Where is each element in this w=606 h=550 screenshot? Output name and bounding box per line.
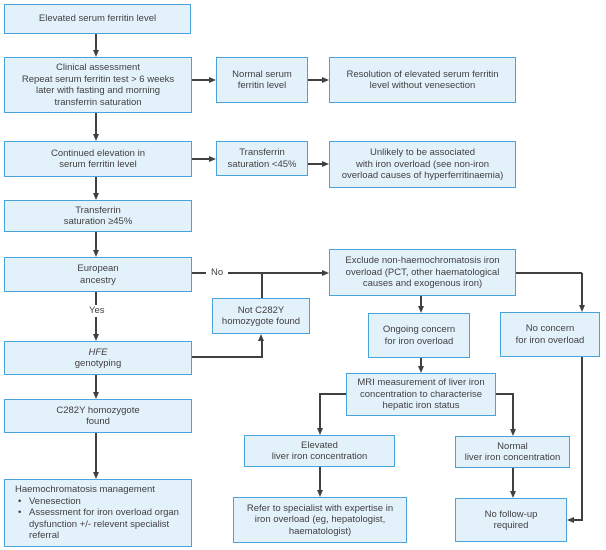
arrowhead-down-icon bbox=[578, 305, 585, 312]
arrowhead-down-icon bbox=[92, 334, 99, 341]
node-hfe-genotyping: HFE genotyping bbox=[4, 341, 192, 375]
hfe-gene-label: HFE bbox=[88, 346, 108, 358]
arrowhead-down-icon bbox=[92, 193, 99, 200]
connector-clinical-to-normal bbox=[192, 79, 209, 81]
management-bullet-list: Venesection Assessment for iron overload… bbox=[15, 496, 185, 542]
connector-tsatlow-to-unlikely bbox=[308, 163, 322, 165]
connector-normallic-to-nofollowup bbox=[512, 468, 514, 491]
node-elevated-serum-ferritin: Elevated serum ferritin level bbox=[4, 4, 191, 34]
connector-mri-to-elevatedlic-v bbox=[319, 394, 321, 428]
node-mri-measurement: MRI measurement of liver iron concentrat… bbox=[346, 373, 496, 416]
arrowhead-down-icon bbox=[509, 429, 516, 436]
node-normal-liver-iron: Normal liver iron concentration bbox=[455, 436, 570, 468]
connector-hfe-to-notc282y-h bbox=[192, 356, 263, 358]
node-ongoing-concern: Ongoing concern for iron overload bbox=[368, 313, 470, 358]
arrowhead-right-icon bbox=[209, 155, 216, 162]
node-no-concern: No concern for iron overload bbox=[500, 312, 600, 357]
arrowhead-left-icon bbox=[567, 516, 574, 523]
connector-clinical-to-continued bbox=[95, 113, 97, 134]
management-bullet-venesection: Venesection bbox=[15, 496, 185, 508]
node-continued-elevation: Continued elevation in serum ferritin le… bbox=[4, 141, 192, 177]
arrowhead-down-icon bbox=[509, 491, 516, 498]
arrowhead-down-icon bbox=[316, 428, 323, 435]
node-clinical-assessment: Clinical assessment Repeat serum ferriti… bbox=[4, 57, 192, 113]
connector-exclude-to-ongoing bbox=[420, 296, 422, 306]
management-title: Haemochromatosis management bbox=[15, 484, 155, 496]
connector-elevated-to-clinical bbox=[95, 34, 97, 50]
node-normal-serum-ferritin: Normal serum ferritin level bbox=[216, 57, 308, 103]
arrowhead-right-icon bbox=[322, 269, 329, 276]
node-c282y-homozygote-found: C282Y homozygote found bbox=[4, 399, 192, 433]
node-no-followup: No follow-up required bbox=[455, 498, 567, 542]
connector-exclude-to-noconcern-v bbox=[581, 273, 583, 305]
connector-continued-to-tsatlow bbox=[192, 158, 209, 160]
connector-noconcern-to-nofollowup-v bbox=[581, 357, 583, 521]
arrowhead-right-icon bbox=[209, 76, 216, 83]
connector-mri-to-normallic-v bbox=[512, 394, 514, 429]
node-exclude-non-haemochromatosis: Exclude non-haemochromatosis iron overlo… bbox=[329, 249, 516, 296]
management-bullet-assessment: Assessment for iron overload organ dysfu… bbox=[15, 507, 185, 542]
connector-exclude-to-noconcern-h bbox=[516, 272, 582, 274]
node-haemochromatosis-management: Haemochromatosis management Venesection … bbox=[4, 479, 192, 547]
node-transferrin-saturation-low: Transferrin saturation <45% bbox=[216, 141, 308, 176]
arrowhead-down-icon bbox=[417, 366, 424, 373]
node-not-c282y-homozygote: Not C282Y homozygote found bbox=[212, 298, 310, 334]
connector-elevatedlic-to-refer bbox=[319, 467, 321, 490]
node-resolution-without-venesection: Resolution of elevated serum ferritin le… bbox=[329, 57, 516, 103]
connector-mri-to-normallic-h bbox=[496, 393, 514, 395]
connector-c282yfound-to-management bbox=[95, 433, 97, 472]
connector-hfe-to-c282yfound bbox=[95, 375, 97, 392]
connector-noline-to-notc282y bbox=[261, 273, 263, 298]
node-transferrin-saturation-high: Transferrin saturation ≥45% bbox=[4, 200, 192, 232]
arrowhead-down-icon bbox=[92, 472, 99, 479]
arrowhead-up-icon bbox=[258, 334, 264, 341]
connector-mri-to-elevatedlic-h bbox=[319, 393, 347, 395]
edge-label-no: No bbox=[206, 267, 229, 279]
arrowhead-down-icon bbox=[92, 134, 99, 141]
node-european-ancestry: European ancestry bbox=[4, 257, 192, 292]
connector-european-no-to-exclude bbox=[192, 272, 322, 274]
arrowhead-right-icon bbox=[322, 160, 329, 167]
arrowhead-down-icon bbox=[417, 306, 424, 313]
connector-continued-to-tsathigh bbox=[95, 177, 97, 193]
node-elevated-liver-iron: Elevated liver iron concentration bbox=[244, 435, 395, 467]
arrowhead-down-icon bbox=[316, 490, 323, 497]
arrowhead-down-icon bbox=[92, 392, 99, 399]
connector-hfe-to-notc282y-v bbox=[261, 341, 263, 357]
edge-label-yes: Yes bbox=[84, 305, 110, 317]
connector-ongoing-to-mri bbox=[420, 358, 422, 366]
hfe-genotyping-label: genotyping bbox=[74, 358, 122, 369]
arrowhead-down-icon bbox=[92, 50, 99, 57]
node-refer-to-specialist: Refer to specialist with expertise in ir… bbox=[233, 497, 407, 543]
arrowhead-down-icon bbox=[92, 250, 99, 257]
arrowhead-right-icon bbox=[322, 76, 329, 83]
node-unlikely-iron-overload: Unlikely to be associated with iron over… bbox=[329, 141, 516, 188]
connector-tsathigh-to-european bbox=[95, 232, 97, 250]
connector-noconcern-to-nofollowup-h bbox=[574, 519, 583, 521]
connector-normal-to-resolution bbox=[308, 79, 322, 81]
